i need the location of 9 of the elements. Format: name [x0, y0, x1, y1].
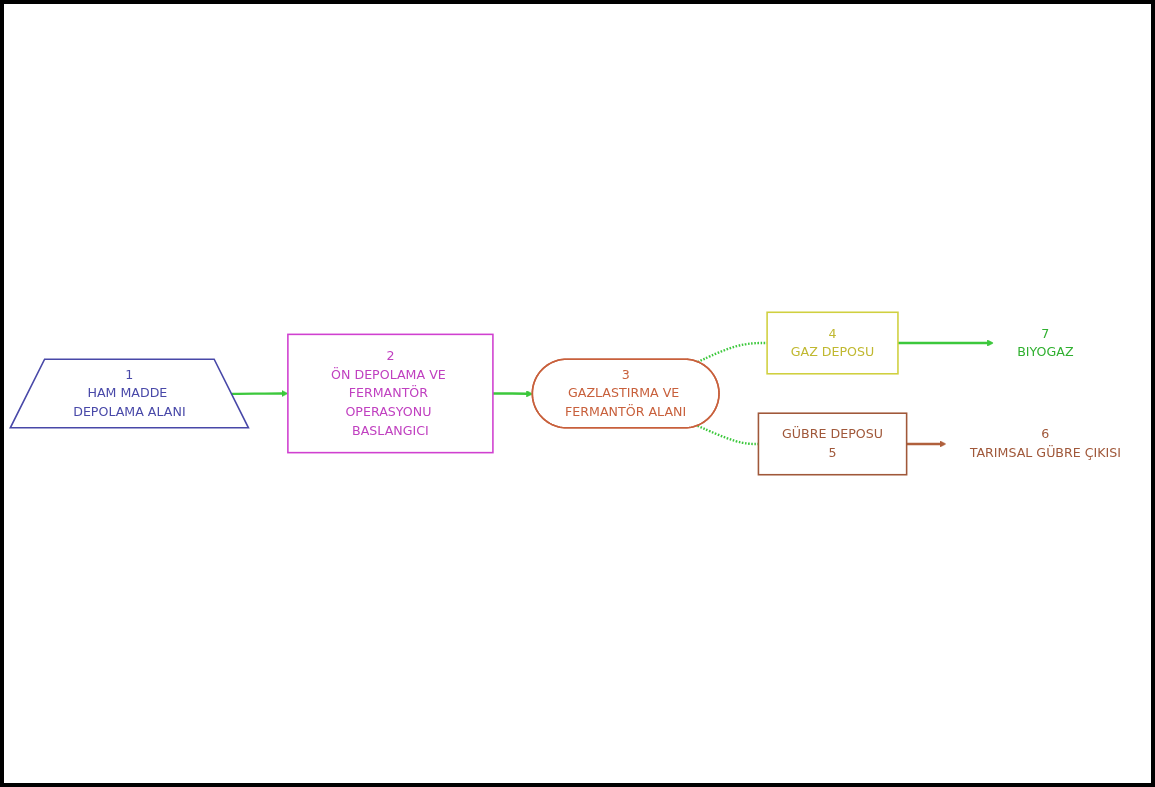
node-text: 7 BIYOGAZ: [1017, 325, 1074, 360]
arrow: [906, 440, 947, 448]
node-box: [766, 311, 899, 375]
connector: [697, 424, 759, 446]
connector: [697, 341, 768, 364]
arrow: [897, 339, 994, 347]
node-box: [757, 412, 908, 476]
node-text: 6 TARIMSAL GÜBRE ÇIKISI: [969, 426, 1122, 461]
node-box: [287, 333, 494, 454]
